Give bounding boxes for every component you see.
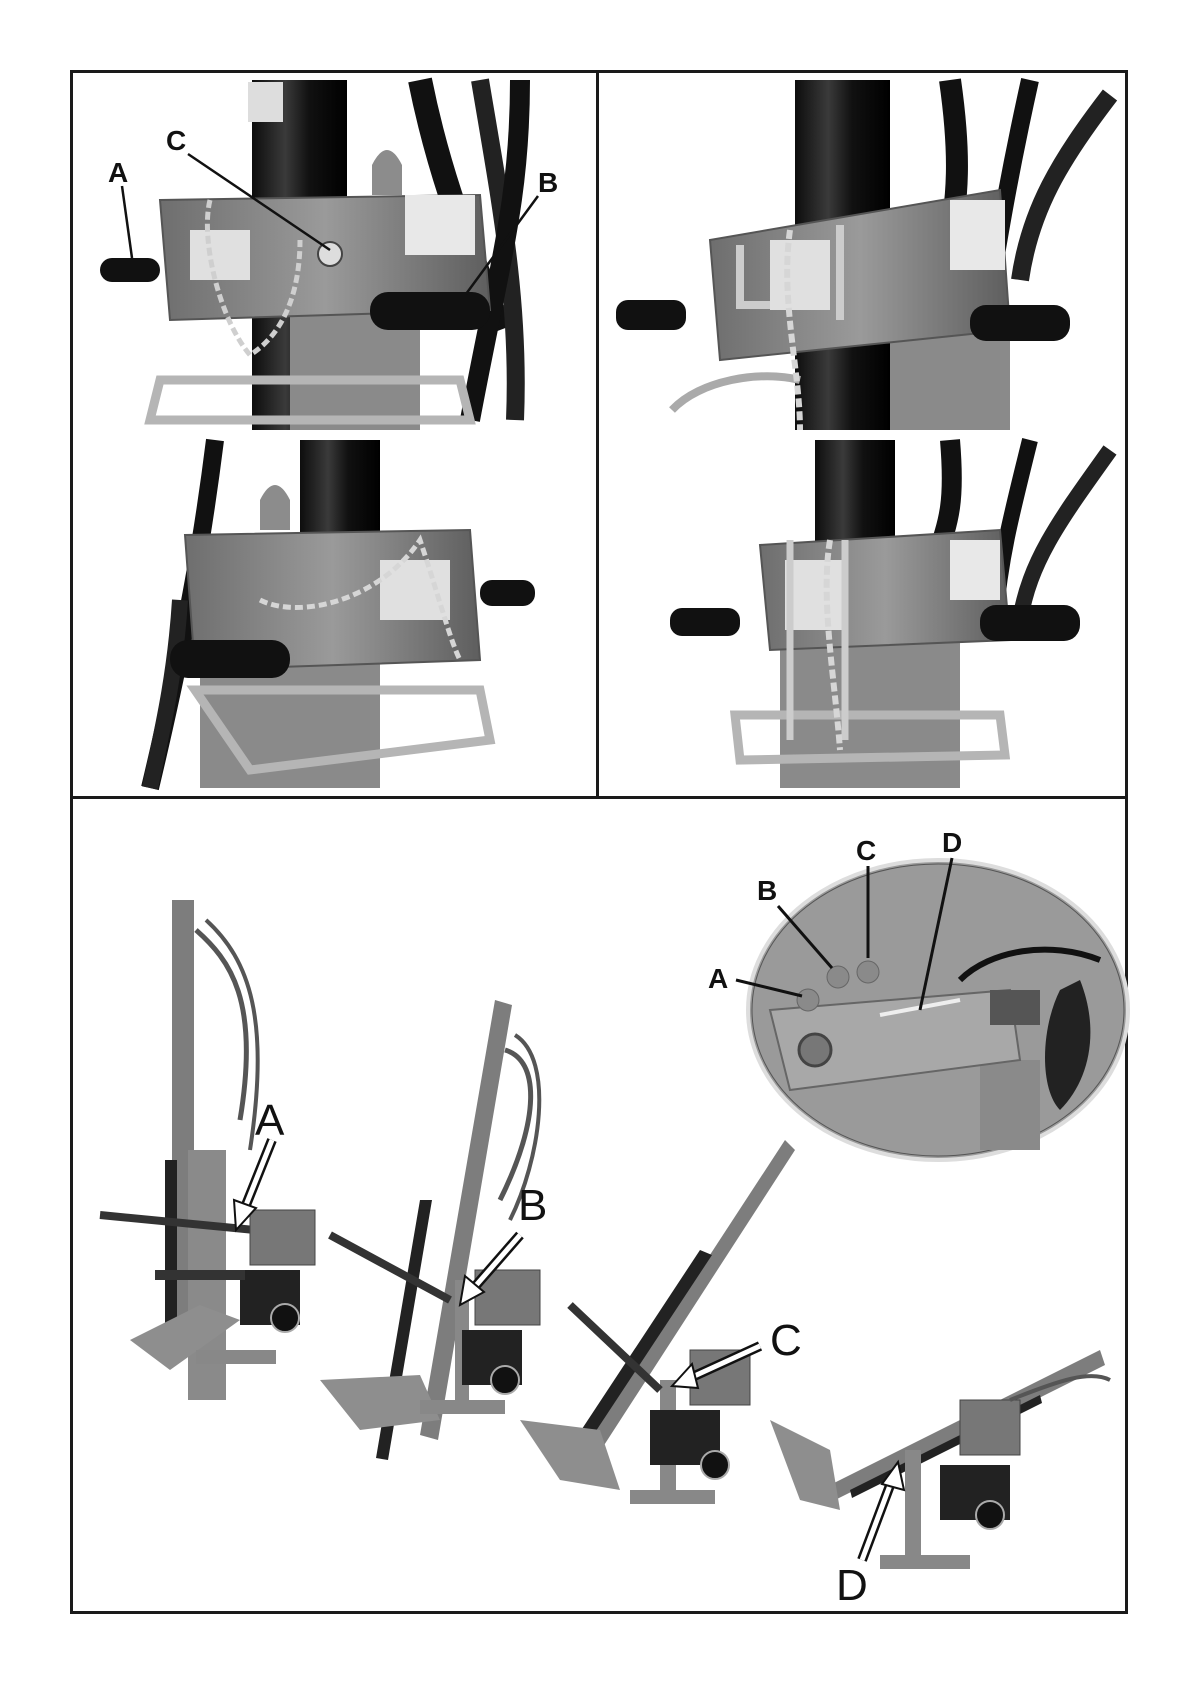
photo-mid-left [140,440,590,788]
top-left-label-b: B [538,167,558,198]
inset-label-a: A [708,963,728,994]
machine-label-c: C [770,1316,802,1365]
photo-top-right [615,80,1120,430]
photo-mid-right [615,440,1120,788]
top-left-label-c: C [166,125,186,156]
machine-position-b [320,1000,540,1460]
machine-label-d: D [836,1561,868,1610]
inset-detail [748,860,1128,1160]
top-left-label-a: A [108,157,128,188]
machine-position-d [770,1350,1110,1569]
label-a-leader [122,186,132,258]
machine-position-a [100,900,315,1400]
machine-position-c [520,1140,795,1504]
inset-label-c: C [856,835,876,866]
inset-label-b: B [757,875,777,906]
machine-label-b: B [518,1181,547,1230]
inset-label-d: D [942,827,962,858]
machine-label-a: A [255,1096,285,1145]
